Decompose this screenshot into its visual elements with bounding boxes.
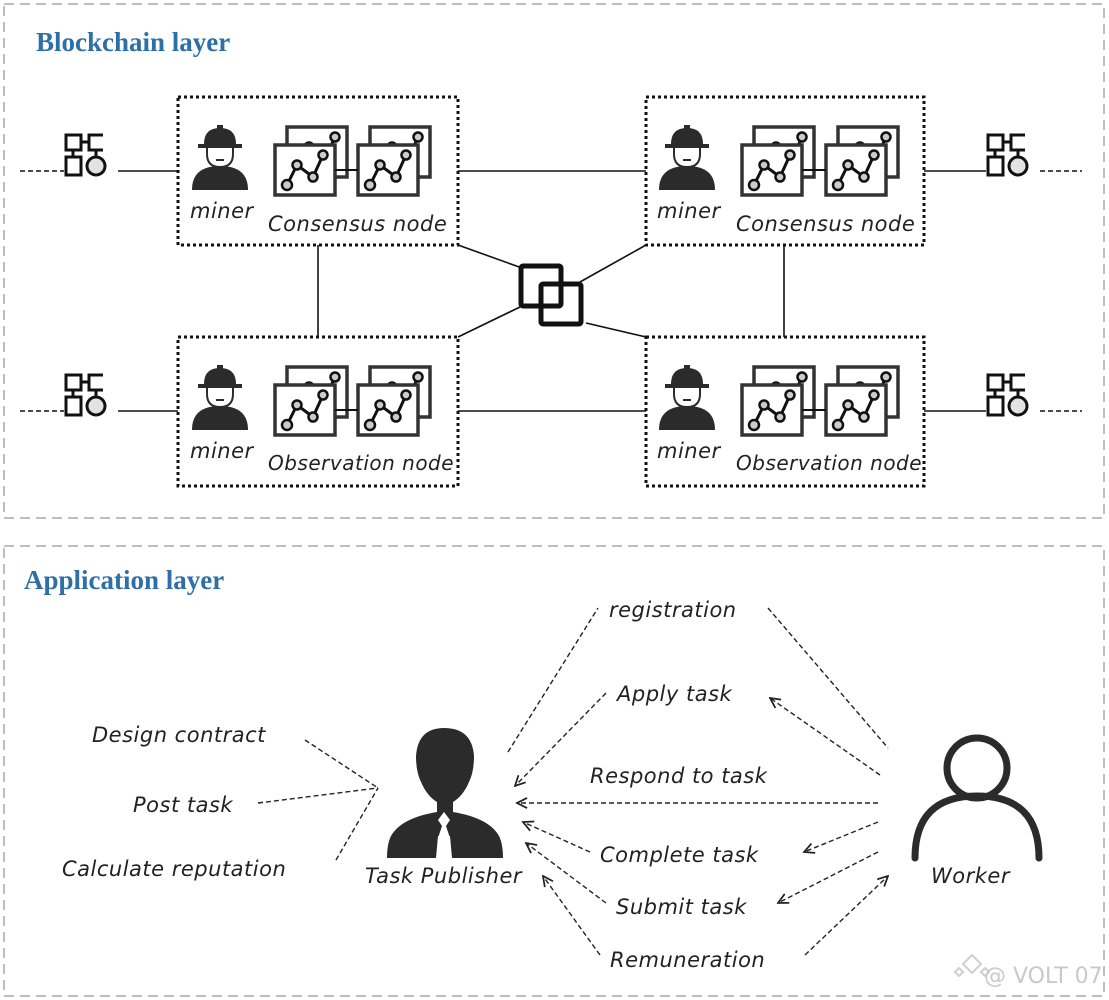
miner-icon: [658, 124, 716, 191]
chart-stack-icon: [742, 127, 814, 195]
blockchain-layer-frame: [3, 3, 1105, 519]
interaction-apply-task: Apply task: [615, 682, 733, 706]
external-links: [20, 170, 1082, 412]
observation-node-bottom-right[interactable]: miner Observation node: [644, 335, 926, 488]
observation-node-bottom-left[interactable]: miner Observation node: [176, 335, 460, 488]
chart-stack-icon: [275, 367, 347, 435]
network-topology-icon: [64, 373, 107, 417]
chart-stack-icon: [275, 127, 347, 195]
blockchain-layer: Blockchain layer: [3, 3, 1105, 519]
chart-stack-icon: [826, 367, 898, 435]
application-layer: Application layer Design contract Post t…: [3, 545, 1105, 997]
task-publisher-label: Task Publisher: [365, 864, 523, 888]
submit-link-worker: [778, 851, 879, 903]
chart-stack-icon: [742, 367, 814, 435]
publisher-action-calculate-reputation: Calculate reputation: [62, 857, 286, 881]
remuneration-link-worker: [804, 876, 888, 956]
complete-link-worker: [804, 821, 879, 852]
consensus-node-top-left[interactable]: miner Consensus node: [176, 95, 460, 247]
apply-link-worker: [770, 698, 881, 776]
publisher-action-design-contract: Design contract: [92, 723, 266, 747]
submit-link-publisher: [526, 843, 607, 904]
apply-link-publisher: [515, 692, 607, 786]
chart-stack-icon: [358, 367, 430, 435]
interaction-submit-task: Submit task: [616, 895, 747, 919]
node-role-label: miner: [190, 439, 255, 463]
node-connections: [118, 170, 986, 412]
publisher-action-links: [257, 739, 379, 861]
blockchain-link-icon: [518, 263, 584, 327]
chart-stack-icon: [826, 127, 898, 195]
node-type-label: Consensus node: [268, 212, 447, 236]
node-role-label: miner: [657, 439, 722, 463]
chart-stack-icon: [358, 127, 430, 195]
application-layer-title: Application layer: [24, 565, 224, 595]
registration-link-worker: [767, 607, 889, 749]
complete-link-publisher: [523, 822, 591, 853]
interaction-registration: registration: [609, 598, 737, 622]
application-layer-frame: [3, 545, 1105, 997]
remuneration-link-publisher: [543, 876, 601, 956]
watermark-logo-icon: [953, 953, 991, 978]
registration-link-publisher: [507, 607, 599, 753]
miner-icon: [191, 364, 249, 431]
miner-icon: [658, 364, 716, 431]
interaction-remuneration: Remuneration: [610, 948, 765, 972]
network-topology-icon: [986, 133, 1029, 177]
network-topology-icon: [64, 133, 107, 177]
worker-label: Worker: [931, 864, 1011, 888]
node-type-label: Consensus node: [736, 212, 915, 236]
worker-icon[interactable]: [911, 734, 1043, 862]
interaction-complete-task: Complete task: [600, 843, 759, 867]
watermark-text: @ VOLT 07: [984, 964, 1103, 989]
publisher-action-post-task: Post task: [133, 793, 233, 817]
task-publisher-icon[interactable]: [387, 728, 503, 858]
miner-icon: [191, 124, 249, 191]
interaction-arrows: [507, 607, 889, 956]
blockchain-layer-title: Blockchain layer: [36, 27, 230, 57]
interaction-respond-to-task: Respond to task: [590, 764, 768, 788]
node-type-label: Observation node: [736, 451, 922, 475]
node-role-label: miner: [657, 199, 722, 223]
node-type-label: Observation node: [268, 451, 454, 475]
network-topology-icon: [986, 373, 1029, 417]
node-role-label: miner: [190, 199, 255, 223]
consensus-node-top-right[interactable]: miner Consensus node: [644, 95, 926, 247]
watermark: @ VOLT 07: [953, 953, 1103, 989]
